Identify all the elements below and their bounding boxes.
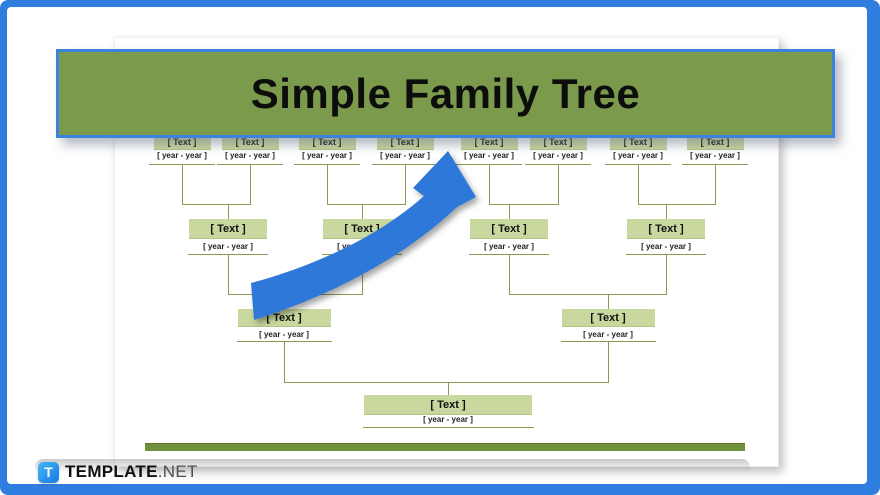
tree-node-years: [ year - year ] xyxy=(203,242,253,251)
tree-connector xyxy=(327,204,406,205)
tree-connector xyxy=(250,165,251,204)
tree-node-years: [ year - year ] xyxy=(225,151,275,160)
tree-connector xyxy=(509,294,667,295)
footer-accent-bar xyxy=(145,443,745,451)
tree-underline xyxy=(236,341,332,342)
tree-connector xyxy=(362,204,363,219)
brand-name: TEMPLATE.NET xyxy=(65,462,198,482)
tree-connector xyxy=(405,165,406,204)
tree-node-years: [ year - year ] xyxy=(613,151,663,160)
tree-underline xyxy=(456,164,522,165)
tree-underline xyxy=(149,164,215,165)
tree-underline xyxy=(626,254,706,255)
tree-node-years: [ year - year ] xyxy=(423,415,473,424)
tree-node-box: [ Text ] xyxy=(237,309,331,327)
brand-icon-letter: T xyxy=(44,464,53,480)
brand-name-suffix: .NET xyxy=(157,462,198,481)
tree-node-years: [ year - year ] xyxy=(583,330,633,339)
tree-connector xyxy=(558,165,559,204)
tree-node-box: [ Text ] xyxy=(627,219,705,239)
tree-connector xyxy=(284,294,285,309)
tree-node-years: [ year - year ] xyxy=(157,151,207,160)
tree-node-years: [ year - year ] xyxy=(259,330,309,339)
tree-connector xyxy=(509,204,510,219)
tree-underline xyxy=(188,254,268,255)
tree-node-years: [ year - year ] xyxy=(690,151,740,160)
tree-node-years: [ year - year ] xyxy=(302,151,352,160)
tree-underline xyxy=(469,254,549,255)
tree-node-box: [ Text ] xyxy=(364,395,532,415)
brand-icon: T xyxy=(38,461,59,483)
tree-connector xyxy=(509,255,510,294)
title-banner: Simple Family Tree xyxy=(56,49,835,138)
tree-connector xyxy=(489,165,490,204)
tree-connector xyxy=(489,204,559,205)
preview-canvas: [ Text ][ year - year ][ Text ][ year - … xyxy=(7,7,867,484)
tree-node-years: [ year - year ] xyxy=(533,151,583,160)
tree-connector xyxy=(284,342,285,382)
tree-connector xyxy=(228,204,229,219)
tree-node-box: [ Text ] xyxy=(470,219,548,239)
tree-node-box: [ Text ] xyxy=(561,309,655,327)
tree-underline xyxy=(217,164,283,165)
page-shadow-band xyxy=(35,459,750,476)
tree-connector xyxy=(715,165,716,204)
tree-connector xyxy=(182,204,251,205)
tree-connector xyxy=(666,255,667,294)
tree-underline xyxy=(560,341,656,342)
tree-connector xyxy=(608,294,609,309)
tree-node-box: [ Text ] xyxy=(189,219,267,239)
tree-underline xyxy=(362,427,534,428)
tree-connector xyxy=(284,382,609,383)
tree-node-box: [ Text ] xyxy=(323,219,401,239)
tree-underline xyxy=(682,164,748,165)
tree-connector xyxy=(362,255,363,294)
tree-node-years: [ year - year ] xyxy=(337,242,387,251)
tree-connector xyxy=(666,204,667,219)
tree-connector xyxy=(228,255,229,294)
tree-node-years: [ year - year ] xyxy=(380,151,430,160)
banner-title: Simple Family Tree xyxy=(250,69,641,117)
brand-logo: T TEMPLATE.NET xyxy=(38,461,198,483)
tree-underline xyxy=(605,164,671,165)
tree-connector xyxy=(448,382,449,395)
tree-node-years: [ year - year ] xyxy=(484,242,534,251)
tree-connector xyxy=(638,204,716,205)
tree-underline xyxy=(372,164,438,165)
brand-name-main: TEMPLATE xyxy=(65,462,158,481)
tree-connector xyxy=(638,165,639,204)
tree-connector xyxy=(608,342,609,382)
tree-node-years: [ year - year ] xyxy=(641,242,691,251)
tree-underline xyxy=(294,164,360,165)
tree-connector xyxy=(182,165,183,204)
tree-node-years: [ year - year ] xyxy=(464,151,514,160)
tree-connector xyxy=(327,165,328,204)
tree-underline xyxy=(525,164,591,165)
tree-underline xyxy=(322,254,402,255)
tree-connector xyxy=(228,294,363,295)
